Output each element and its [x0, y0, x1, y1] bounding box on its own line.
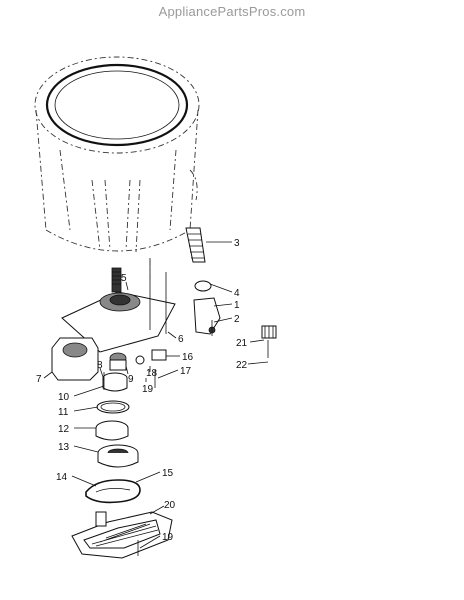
drain-hose: [185, 227, 206, 263]
callout-18: 18: [146, 368, 158, 379]
callout-20: 20: [164, 500, 176, 511]
callout-6: 6: [178, 334, 184, 345]
callout-10: 10: [58, 392, 70, 403]
callout-3: 3: [234, 238, 240, 249]
callout-19-upper: 19: [142, 384, 154, 395]
leader-lines: [43, 241, 269, 549]
callout-22: 22: [236, 360, 248, 371]
bracket: [261, 325, 277, 339]
callout-1: 1: [234, 300, 240, 311]
base-tray: [71, 511, 173, 559]
watermark-text: AppliancePartsPros.com: [158, 4, 306, 19]
callout-4: 4: [234, 288, 240, 299]
callout-14: 14: [56, 472, 68, 483]
pump: [193, 280, 221, 335]
gearcase-plate: [61, 258, 176, 353]
screws: [103, 320, 269, 556]
callout-8: 8: [97, 360, 103, 371]
callout-2: 2: [234, 314, 240, 325]
motor: [51, 337, 99, 381]
callout-9: 9: [128, 374, 134, 385]
callout-12: 12: [58, 424, 70, 435]
drive-belt: [85, 479, 141, 504]
callout-19-lower: 19: [162, 532, 174, 543]
callout-7: 7: [36, 374, 42, 385]
callout-15: 15: [162, 468, 174, 479]
callout-16: 16: [182, 352, 194, 363]
callout-13: 13: [58, 442, 70, 453]
callout-17: 17: [180, 366, 192, 377]
tub-outline: [34, 56, 200, 253]
callout-5: 5: [121, 273, 127, 284]
drive-shaft: [111, 267, 122, 293]
small-parts: [109, 349, 167, 371]
callout-21: 21: [236, 338, 248, 349]
callout-labels: 3 5 4 1 2 6 21 22 16 7 8 9 18 17 19 10 1…: [36, 238, 248, 543]
callout-11: 11: [58, 407, 69, 418]
coupling-stack: [95, 372, 139, 468]
